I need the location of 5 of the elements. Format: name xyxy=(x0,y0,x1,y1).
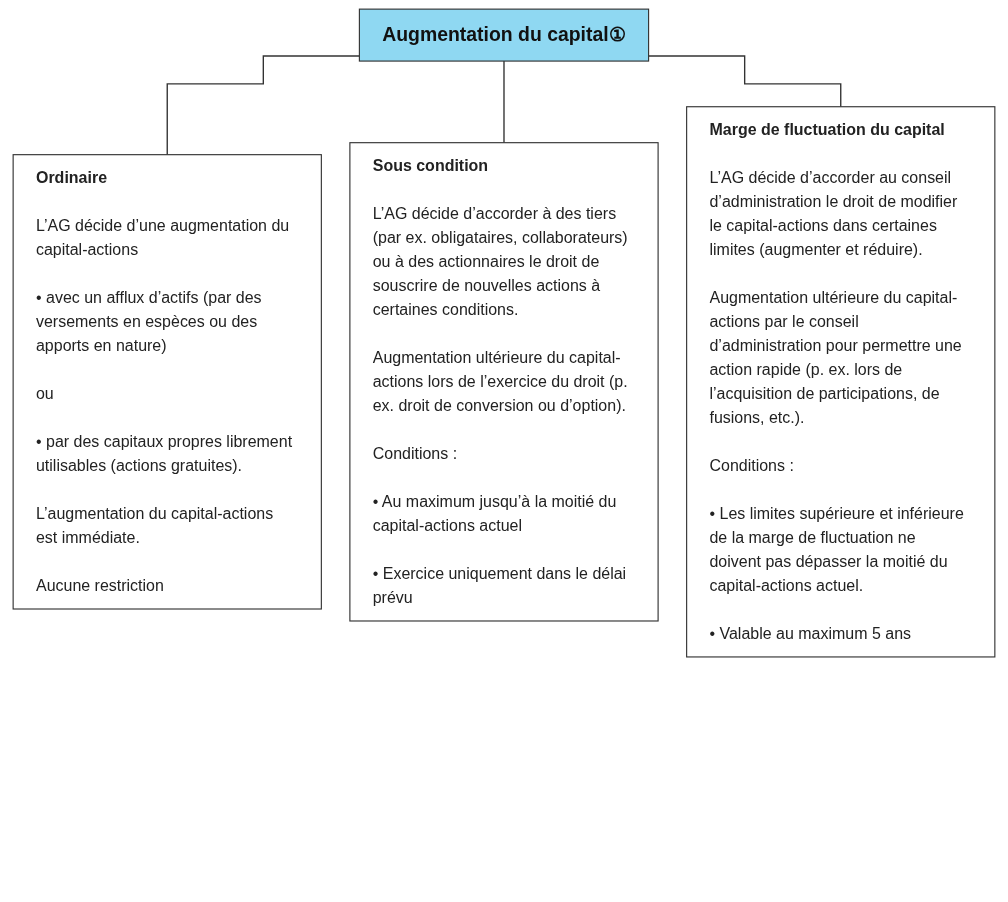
connector xyxy=(503,60,505,144)
node-box: Augmentation du capital① xyxy=(358,8,650,62)
node-box: Ordinaire L’AG décide d’une augmentation du capital-actions • avec un afflux d’actifs (par des versements en espèces ou des apports en nature) ou • par des capitaux propres librement utilisables (actions gratuites). L’augmentation du capital-actions est immédiate. Aucune restriction xyxy=(12,154,322,610)
node-box: Sous condition L’AG décide d’accorder à des tiers (par ex. obligataires, collaborateurs) ou à des actionnaires le droit de souscrire de nouvelles actions à certaines conditions. Augmentation ultérieure du capital-actions lors de l’exercice du droit (p. ex. droit de conversion ou d’option). Conditions : • Au maximum jusqu’à la moitié du capital-actions actuel • Exercice uniquement dans le délai prévu xyxy=(349,142,659,622)
node-box: Marge de fluctuation du capital L’AG décide d’accorder au conseil d’administration le droit de modifier le capital-actions dans certaines limites (augmenter et réduire). Augmentation ultérieure du capital-actions par le conseil d’administration pour permettre une action rapide (p. ex. lors de l’acquisition de participations, de fusions, etc.). Conditions : • Les limites supérieure et inférieure de la marge de fluctuation ne doivent pas dépasser la moitié du capital-actions actuel. • Valable au maximum 5 ans xyxy=(686,106,996,658)
